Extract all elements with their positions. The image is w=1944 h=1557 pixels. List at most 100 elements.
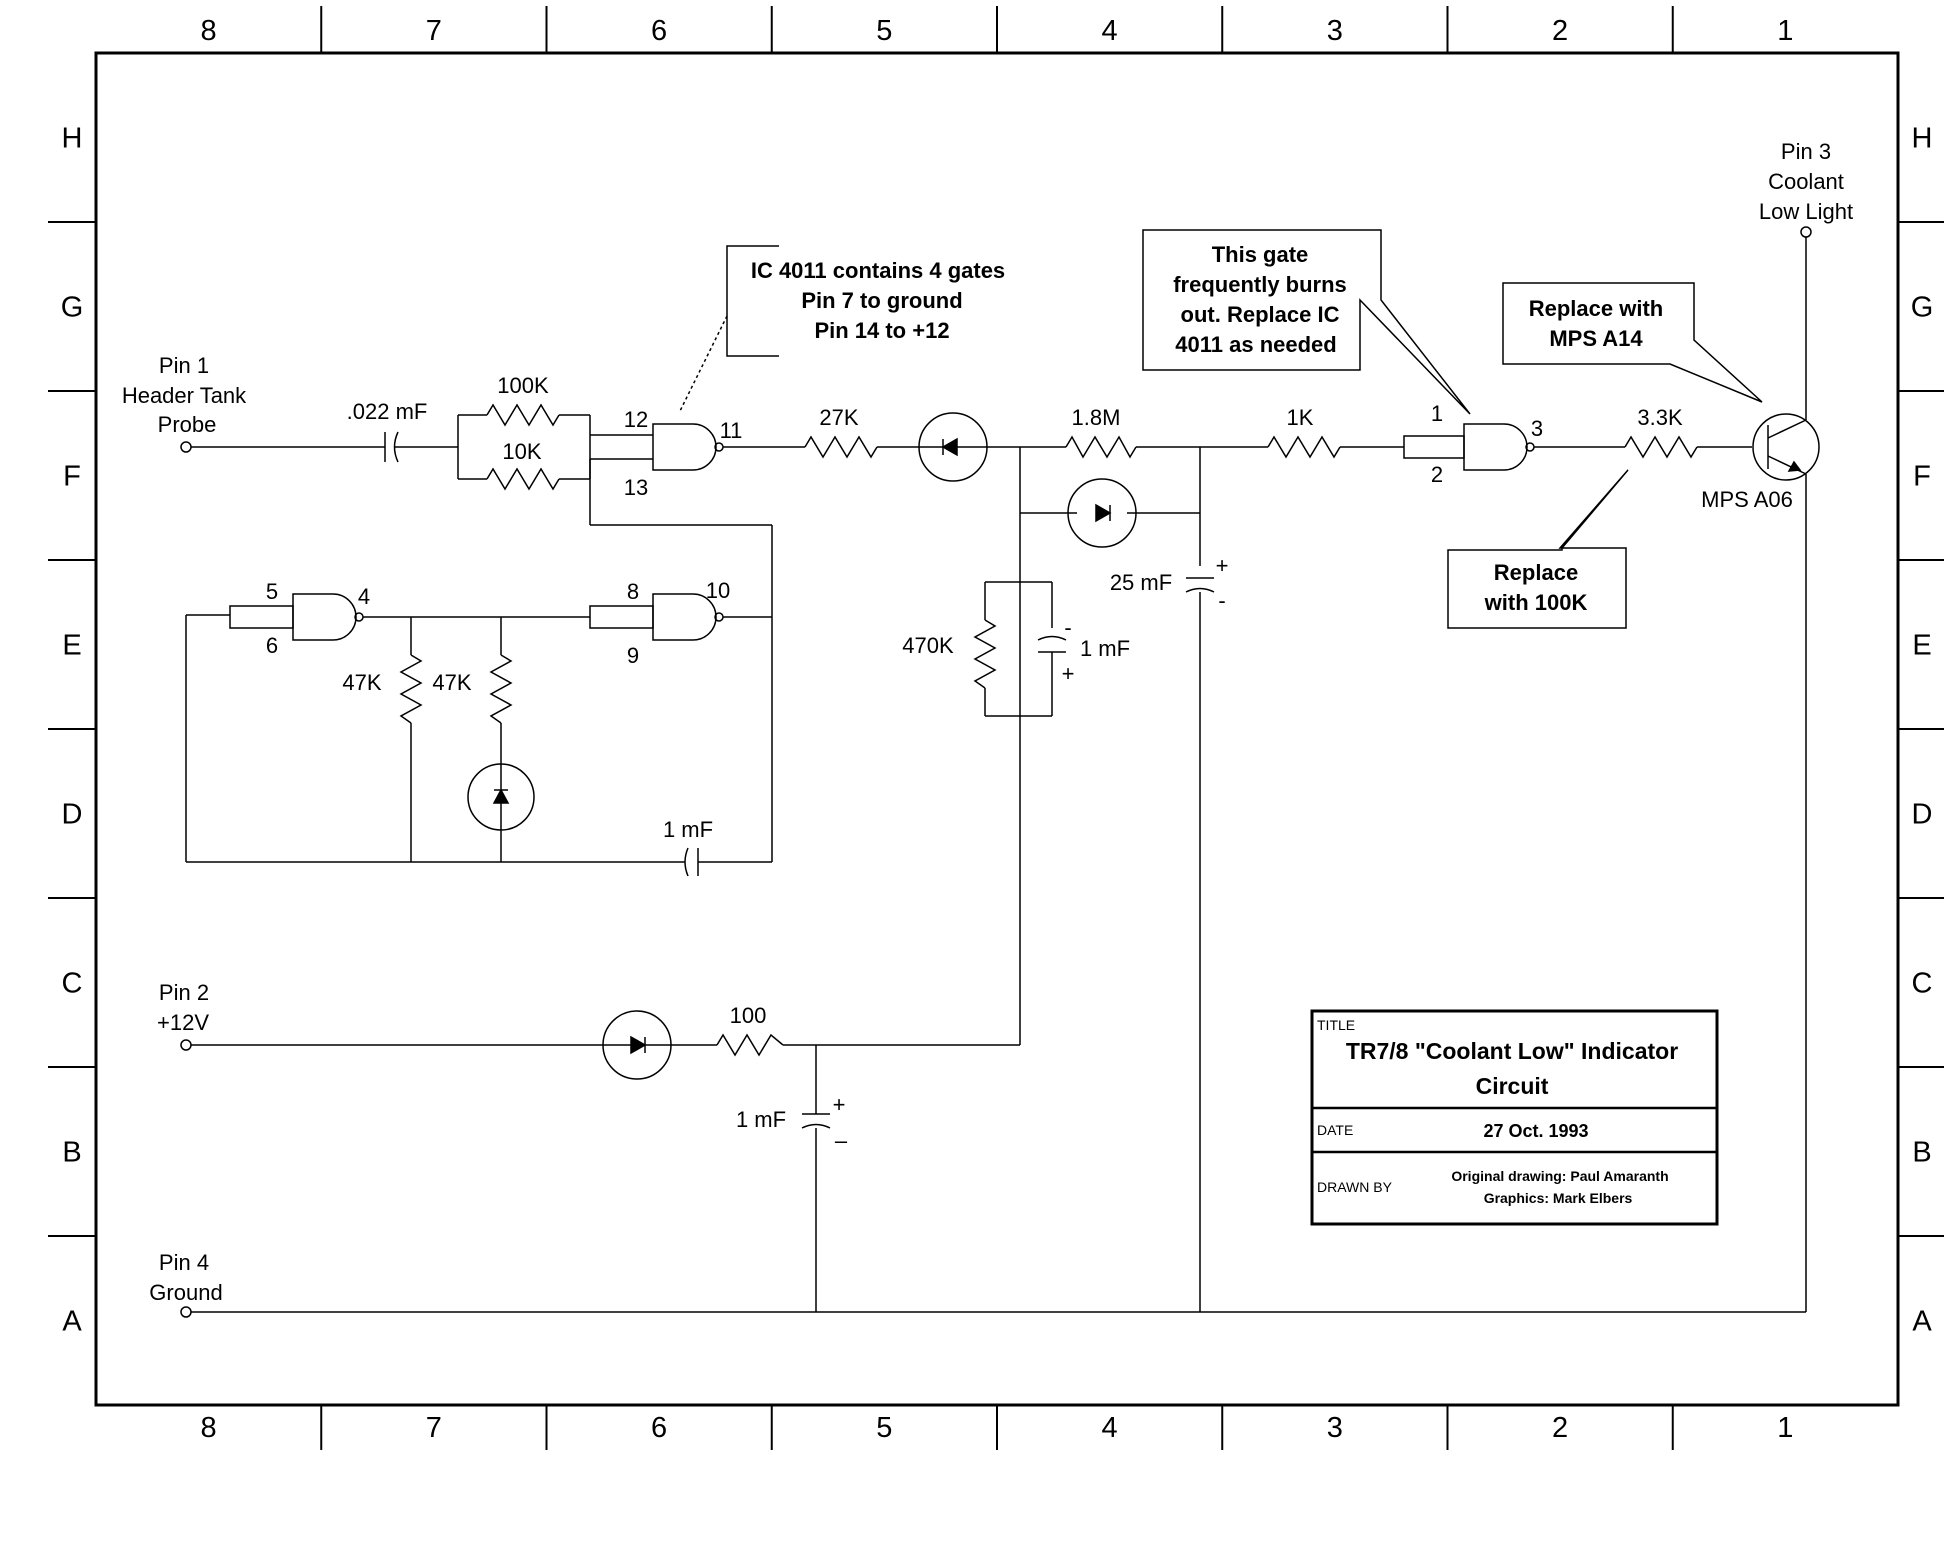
title-block-date-label: DATE [1317,1122,1353,1138]
labels: Pin 1 Header Tank Probe Pin 2 +12V Pin 3… [122,139,1853,1305]
gate-pin-1: 1 [1431,401,1443,426]
c022-label: .022 mF [347,399,428,424]
diode-icon [602,1010,672,1080]
border-column-label-bottom: 6 [651,1412,667,1444]
gate-note-line-3: out. Replace IC [1181,302,1340,327]
zigzag-resistor-icon [1624,435,1698,459]
gate-pin-9: 9 [627,643,639,668]
gate-note-line-1: This gate [1212,242,1309,267]
capacitor-icon [1185,577,1215,593]
zigzag-resistor-icon [1267,435,1341,459]
border-column-label-top: 3 [1327,15,1343,47]
npn-transistor-icon [1752,413,1820,481]
zener-diode-icon [467,763,535,831]
r100-label: 100 [730,1003,767,1028]
border-row-label-right: H [1912,123,1933,155]
border-column-label-top: 5 [876,15,892,47]
zigzag-resistor-icon [716,1033,784,1057]
border-row-label-left: D [62,799,83,831]
gate-pin-11: 11 [720,418,743,443]
capacitor-icon [801,1113,831,1129]
pin3-label-1: Pin 3 [1781,139,1831,164]
ic-note-line-2: Pin 7 to ground [801,288,962,313]
border-column-label-top: 6 [651,15,667,47]
zigzag-resistor-icon [486,403,560,427]
border-row-label-right: E [1912,630,1931,662]
border-row-label-right: A [1912,1306,1932,1338]
border-row-label-right: F [1913,461,1931,493]
gate-note-line-2: frequently burns [1173,272,1347,297]
border-column-label-top: 4 [1102,15,1118,47]
diode-icon [1067,478,1137,548]
r100k-label: 100K [497,373,549,398]
gate-pin-5: 5 [266,579,278,604]
pin1-label-3: Probe [158,412,217,437]
border-row-label-right: B [1912,1137,1931,1169]
transistor-note-line-2: MPS A14 [1549,326,1643,351]
diode-icon [918,412,988,482]
border-ticks [48,6,1944,1450]
zigzag-resistor-icon [804,435,878,459]
pin2-terminal [180,1039,192,1051]
pin3-terminal [1800,226,1812,238]
border-row-label-right: D [1912,799,1933,831]
transistor-note-line-1: Replace with [1529,296,1663,321]
border-row-label-left: E [62,630,81,662]
resistor-note-line-1: Replace [1494,560,1578,585]
nand-gate-icon [1463,423,1535,471]
r1k-label: 1K [1287,405,1314,430]
r1-8m-label: 1.8M [1072,405,1121,430]
pin4-label-2: Ground [149,1280,222,1305]
c1mid-plus: + [1062,661,1075,686]
zigzag-resistor-icon [489,654,513,724]
capacitor-icon [684,847,699,877]
r3-3k-label: 3.3K [1637,405,1683,430]
title-block-title-label: TITLE [1317,1017,1355,1033]
nand-gate-icon [652,423,724,471]
title-block-drawn-2: Graphics: Mark Elbers [1484,1190,1633,1206]
gate-pin-6: 6 [266,633,278,658]
gate-pin-3: 3 [1531,416,1543,441]
gate-pin-13: 13 [624,475,648,500]
zigzag-resistor-icon [1065,435,1137,459]
c25-minus: - [1218,588,1225,613]
title-block-drawn-label: DRAWN BY [1317,1179,1393,1195]
c25-label: 25 mF [1110,570,1172,595]
wires [185,232,1807,1313]
pin1-terminal [180,441,192,453]
gate-note-line-4: 4011 as needed [1175,332,1336,357]
transistor-label: MPS A06 [1701,487,1793,512]
zigzag-resistor-icon [399,654,423,724]
border-row-label-left: C [62,968,83,1000]
border-row-label-right: G [1911,292,1934,324]
c1-osc-label: 1 mF [663,817,713,842]
border-column-label-top: 1 [1777,15,1793,47]
border-row-label-left: A [62,1306,82,1338]
border-column-label-bottom: 1 [1777,1412,1793,1444]
pin4-label-1: Pin 4 [159,1250,209,1275]
ic-note-line-3: Pin 14 to +12 [814,318,949,343]
title-block [1310,1009,1719,1226]
c25-plus: + [1216,553,1229,578]
ic-note-line-1: IC 4011 contains 4 gates [751,258,1005,283]
nand-gate-icon [652,593,724,641]
border-row-label-right: C [1912,968,1933,1000]
border-column-label-top: 2 [1552,15,1568,47]
border-column-label-bottom: 3 [1327,1412,1343,1444]
border-column-label-bottom: 4 [1102,1412,1118,1444]
border-column-label-bottom: 7 [426,1412,442,1444]
c1mid-minus: - [1064,615,1071,640]
title-block-title-1: TR7/8 "Coolant Low" Indicator [1346,1038,1678,1064]
title-block-title-2: Circuit [1476,1073,1549,1099]
border-column-label-top: 8 [201,15,217,47]
zigzag-resistor-icon [973,619,997,689]
components [180,226,1820,1318]
r47k-a-label: 47K [342,670,381,695]
gate-pin-12: 12 [624,407,648,432]
gate-pin-8: 8 [627,579,639,604]
pin2-label-2: +12V [157,1010,209,1035]
border-column-label-top: 7 [426,15,442,47]
